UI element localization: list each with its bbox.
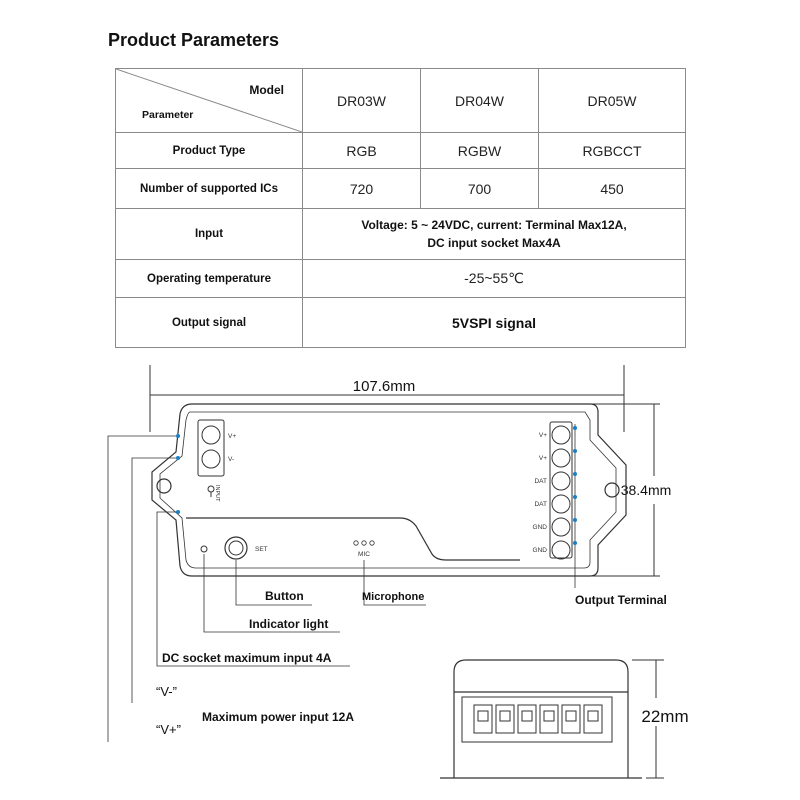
side-view (440, 659, 642, 779)
width-dimension (586, 403, 660, 577)
width-label: 38.4mm (621, 482, 672, 498)
operating-temperature-value: -25~55℃ (302, 259, 686, 298)
dc-socket-callout-line (156, 511, 350, 667)
diagonal-line (116, 69, 302, 132)
product-type-value: RGBCCT (538, 132, 686, 169)
indicator-light-callout-line (203, 554, 340, 633)
table-row: Product Type RGB RGBW RGBCCT (115, 132, 686, 169)
output-terminal-label: GND (533, 524, 548, 531)
parameter-header-label: Parameter (142, 109, 194, 121)
microphone-icon (353, 540, 375, 546)
operating-temperature-label: Operating temperature (115, 259, 303, 298)
length-dimension (149, 365, 625, 432)
indicator-light-icon (200, 545, 208, 553)
supported-ics-label: Number of supported ICs (115, 168, 303, 209)
input-line-2: DC input socket Max4A (427, 236, 561, 250)
model-header-label: Model (249, 83, 284, 97)
v-plus-callout-dot (176, 434, 180, 438)
model-dr05w: DR05W (538, 68, 686, 133)
output-terminal-callout-dots (573, 426, 577, 545)
v-minus-callout: “V-” (156, 684, 177, 699)
output-terminal-callout: Output Terminal (575, 593, 667, 607)
v-plus-callout-line (107, 435, 178, 742)
table-row: Input Voltage: 5 ~ 24VDC, current: Termi… (115, 208, 686, 260)
terminal-v-minus-label: V- (228, 456, 234, 463)
output-signal-label: Output signal (115, 297, 303, 348)
microphone-callout-line (363, 560, 426, 606)
v-plus-callout: “V+” (156, 722, 181, 737)
v-minus-callout-dot (176, 456, 180, 460)
button-callout-line (235, 560, 312, 606)
button-callout: Button (265, 589, 304, 603)
output-terminal-label: V+ (539, 432, 547, 439)
mic-label: MIC (358, 551, 370, 558)
dc-input-socket-icon (207, 485, 215, 497)
terminal-v-plus-label: V+ (228, 433, 236, 440)
v-minus-callout-line (131, 457, 178, 703)
table-header-row: Model Parameter DR03W DR04W DR05W (115, 68, 686, 133)
product-type-value: RGB (302, 132, 421, 169)
parameters-table: Model Parameter DR03W DR04W DR05W Produc… (115, 68, 686, 348)
microphone-callout: Microphone (362, 591, 424, 603)
set-label: SET (255, 546, 268, 553)
output-terminal-label: DAT (534, 478, 547, 485)
device-outline (151, 403, 627, 577)
max-power-callout: Maximum power input 12A (202, 710, 354, 724)
page-title: Product Parameters (108, 30, 280, 50)
output-signal-value: 5VSPI signal (302, 297, 686, 348)
dc-socket-callout: DC socket maximum input 4A (162, 651, 332, 665)
output-terminal-block (549, 421, 573, 560)
power-input-terminals (197, 419, 225, 477)
input-socket-label: INPUT (214, 485, 220, 502)
input-line-1: Voltage: 5 ~ 24VDC, current: Terminal Ma… (361, 218, 627, 232)
output-terminal-label: GND (533, 547, 548, 554)
output-terminal-label: DAT (534, 501, 547, 508)
model-dr04w: DR04W (420, 68, 539, 133)
dc-socket-callout-dot (176, 510, 180, 514)
height-dimension (632, 659, 664, 779)
input-label: Input (115, 208, 303, 260)
side-view-terminals (473, 704, 603, 734)
table-row: Operating temperature -25~55℃ (115, 259, 686, 298)
table-row: Output signal 5VSPI signal (115, 297, 686, 348)
table-row: Number of supported ICs 720 700 450 (115, 168, 686, 209)
output-terminal-label: V+ (539, 455, 547, 462)
input-value: Voltage: 5 ~ 24VDC, current: Terminal Ma… (302, 208, 686, 260)
height-label: 22mm (641, 707, 688, 726)
header-diagonal-cell: Model Parameter (115, 68, 303, 133)
length-label: 107.6mm (353, 378, 416, 395)
indicator-light-callout: Indicator light (249, 617, 328, 631)
set-button-icon (224, 536, 248, 560)
